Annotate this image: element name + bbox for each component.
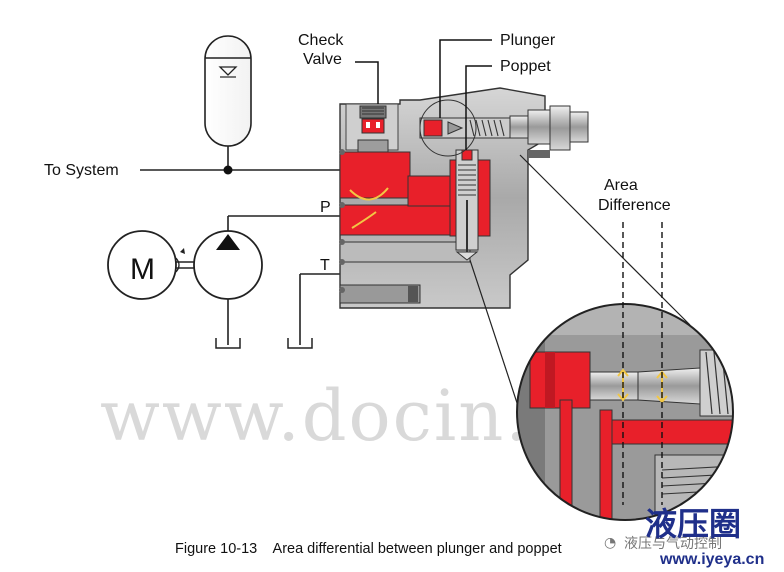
check-valve-label-line1: Check <box>298 32 344 49</box>
wechat-account-text: 液压与气动控制 <box>624 536 722 552</box>
area-difference-label-line1: Area <box>604 177 638 194</box>
accumulator <box>204 35 252 170</box>
tank-symbol-left <box>215 338 241 349</box>
check-valve-label-line2: Valve <box>303 51 342 68</box>
to-system-label: To System <box>44 162 119 179</box>
poppet-label: Poppet <box>500 58 551 75</box>
plunger-label: Plunger <box>500 32 556 49</box>
figure-caption: Figure 10-13 Area differential between p… <box>175 541 562 557</box>
pump <box>193 215 340 345</box>
area-difference-markers <box>622 222 663 505</box>
to-system-line <box>140 165 340 175</box>
brand-url: www.iyeya.cn <box>659 551 764 568</box>
port-t-label: T <box>320 257 330 274</box>
wechat-icon: ◔ <box>604 535 616 551</box>
brand-watermark: ◔ 液压与气动控制 液压圈 www.iyeya.cn <box>604 505 764 568</box>
area-difference-label-line2: Difference <box>598 197 671 214</box>
magnified-detail <box>516 303 734 521</box>
tank-return-line <box>287 273 340 349</box>
brand-logo-text: 液压圈 <box>645 505 741 543</box>
valve-body <box>339 87 589 309</box>
motor-label: M <box>130 253 155 286</box>
leader-lines <box>355 39 492 150</box>
motor <box>107 230 194 300</box>
port-p-label: P <box>320 199 331 216</box>
